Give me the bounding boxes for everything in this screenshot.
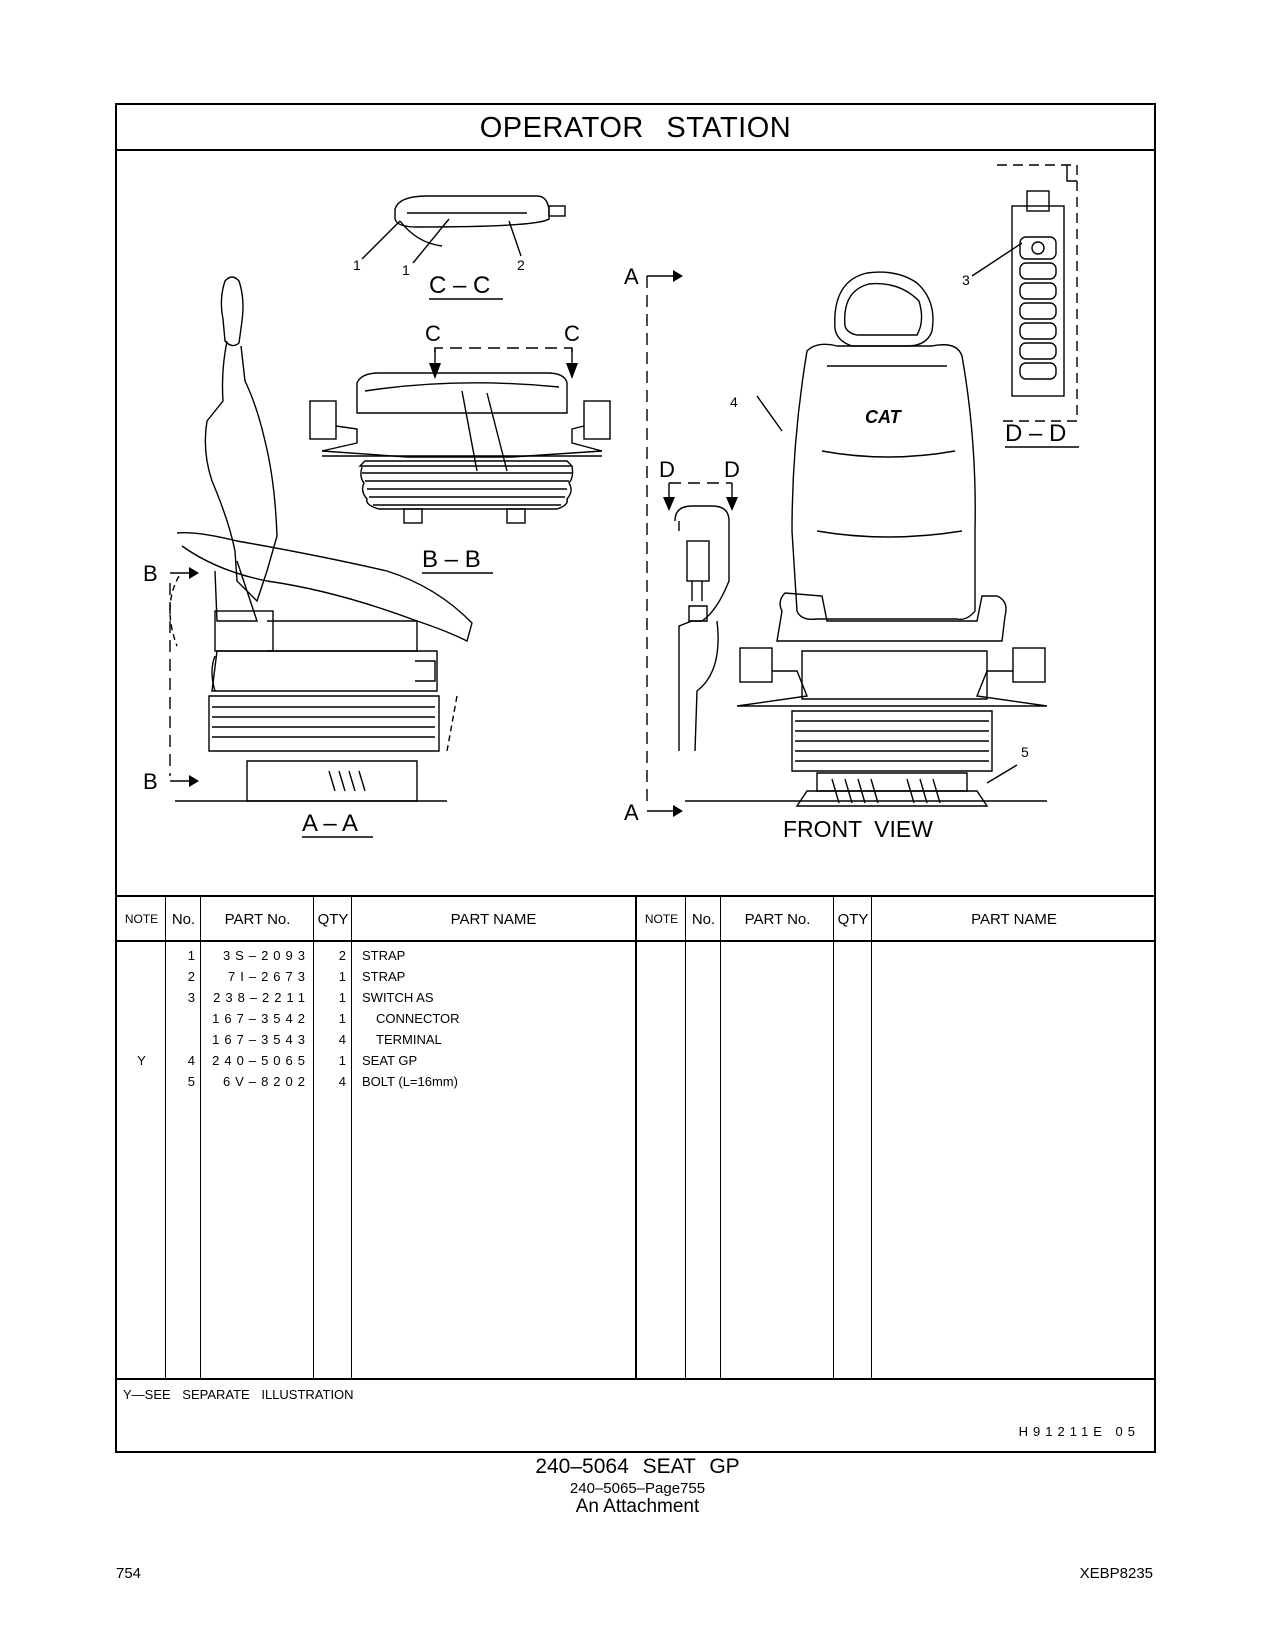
row-note <box>117 1029 166 1051</box>
row-part-no: 6V–8202 <box>222 1074 310 1089</box>
parts-table-right: NOTE No. PART No. QTY PART NAME <box>637 897 1156 1378</box>
view-front-drawing <box>685 271 1048 807</box>
row-part-no: 240–5065 <box>212 1053 310 1068</box>
header-note-right: NOTE <box>644 912 679 926</box>
page-number: 754 <box>116 1565 142 1582</box>
table-row: 5 6V–8202 4 BOLT (L=16mm) <box>117 1071 635 1093</box>
arrowheads <box>189 270 738 817</box>
row-part-name: SWITCH AS <box>362 990 434 1005</box>
callout-1b: 1 <box>402 262 410 278</box>
header-part-name-right: PART NAME <box>971 911 1057 928</box>
row-number: 5 <box>187 1074 195 1089</box>
table-row: 2 7I–2673 1 STRAP <box>117 966 635 988</box>
header-qty-right: QTY <box>837 911 869 928</box>
table-row: 3 238–2211 1 SWITCH AS <box>117 987 635 1009</box>
row-part-name: STRAP <box>362 948 406 963</box>
row-number <box>166 1008 201 1030</box>
section-letter-a-top: A <box>624 264 639 289</box>
row-number: 4 <box>187 1053 195 1068</box>
row-part-name: CONNECTOR <box>376 1011 460 1026</box>
section-letter-a-bottom: A <box>624 800 639 825</box>
callout-4: 4 <box>730 394 738 410</box>
view-label-dd: D – D <box>1005 420 1066 447</box>
parts-page-frame: OPERATOR STATION <box>115 103 1156 1453</box>
footnote-area: Y—SEE SEPARATE ILLUSTRATION H91211E 05 <box>117 1380 1154 1453</box>
row-number: 2 <box>187 969 195 984</box>
row-note <box>117 1071 166 1093</box>
header-note: NOTE <box>124 912 159 926</box>
view-label-bb: B – B <box>422 546 481 573</box>
parts-table-left: NOTE No. PART No. QTY PART NAME 1 3S–2093… <box>117 897 637 1378</box>
section-letter-b-top: B <box>143 561 158 586</box>
cat-logo: CAT <box>865 407 903 427</box>
row-number: 3 <box>187 990 195 1005</box>
header-no: No. <box>171 911 196 928</box>
header-qty: QTY <box>317 911 349 928</box>
illustration-code: H91211E 05 <box>1018 1424 1140 1439</box>
view-label-cc: C – C <box>429 272 490 299</box>
row-note <box>117 966 166 988</box>
caption-main: 240–5064 SEAT GP <box>535 1455 740 1478</box>
row-qty: 4 <box>338 1032 346 1047</box>
view-label-front: FRONT VIEW <box>783 816 933 842</box>
row-part-no: 3S–2093 <box>222 948 310 963</box>
header-part-no-right: PART No. <box>744 911 811 928</box>
caption-attachment: An Attachment <box>575 1496 700 1517</box>
row-part-name: TERMINAL <box>376 1032 442 1047</box>
row-number: 1 <box>187 948 195 963</box>
table-row: 167–3543 4 TERMINAL <box>117 1029 635 1051</box>
row-qty: 1 <box>338 969 346 984</box>
seat-illustration: C – C B – B A – A D – D FRONT VIEW A A B… <box>117 151 1154 897</box>
row-number <box>166 1029 201 1051</box>
header-part-name: PART NAME <box>450 911 537 928</box>
document-code: XEBP8235 <box>1079 1565 1153 1582</box>
header-part-no: PART No. <box>224 911 291 928</box>
row-part-no: 167–3542 <box>212 1011 310 1026</box>
row-qty: 2 <box>338 948 346 963</box>
view-aa-drawing <box>169 276 473 802</box>
row-note <box>117 987 166 1009</box>
view-dd-drawing <box>971 164 1078 422</box>
callout-1a: 1 <box>353 257 361 273</box>
section-letter-d-left: D <box>659 457 675 482</box>
view-bb-drawing <box>309 372 611 524</box>
caption-ref: 240–5065–Page755 <box>569 1480 706 1497</box>
row-part-name: BOLT (L=16mm) <box>362 1074 458 1089</box>
row-qty: 4 <box>338 1074 346 1089</box>
footnote-text: Y—SEE SEPARATE ILLUSTRATION <box>123 1387 354 1402</box>
callout-2: 2 <box>517 257 525 273</box>
section-lines <box>169 276 732 803</box>
row-part-no: 7I–2673 <box>228 969 310 984</box>
row-part-no: 167–3543 <box>212 1032 310 1047</box>
row-note: Y <box>137 1053 146 1068</box>
seat-drawing-svg: C – C B – B A – A D – D FRONT VIEW A A B… <box>143 164 1079 842</box>
row-part-name: STRAP <box>362 969 406 984</box>
section-letter-c-right: C <box>564 321 580 346</box>
section-letter-d-right: D <box>724 457 740 482</box>
view-d-detail <box>674 505 730 752</box>
callout-5: 5 <box>1021 744 1029 760</box>
table-row: 1 3S–2093 2 STRAP <box>117 945 635 967</box>
row-part-name: SEAT GP <box>362 1053 418 1068</box>
view-cc-drawing <box>361 195 566 264</box>
section-letter-b-bottom: B <box>143 769 158 794</box>
row-qty: 1 <box>338 1011 346 1026</box>
table-header-right: NOTE No. PART No. QTY PART NAME <box>637 897 1156 942</box>
page-title: OPERATOR STATION <box>117 105 1154 151</box>
view-label-aa: A – A <box>302 810 358 837</box>
row-qty: 1 <box>338 1053 346 1068</box>
section-arrows <box>170 275 733 812</box>
row-note <box>117 1008 166 1030</box>
header-no-right: No. <box>691 911 716 928</box>
callout-3: 3 <box>962 272 970 288</box>
row-part-no: 238–2211 <box>213 990 310 1005</box>
parts-table: NOTE No. PART No. QTY PART NAME 1 3S–2093… <box>117 897 1156 1380</box>
section-letter-c-left: C <box>425 321 441 346</box>
table-row: 167–3542 1 CONNECTOR <box>117 1008 635 1030</box>
row-qty: 1 <box>338 990 346 1005</box>
table-header: NOTE No. PART No. QTY PART NAME <box>117 897 635 942</box>
row-note <box>117 945 166 967</box>
table-row: Y 4 240–5065 1 SEAT GP <box>117 1050 635 1072</box>
